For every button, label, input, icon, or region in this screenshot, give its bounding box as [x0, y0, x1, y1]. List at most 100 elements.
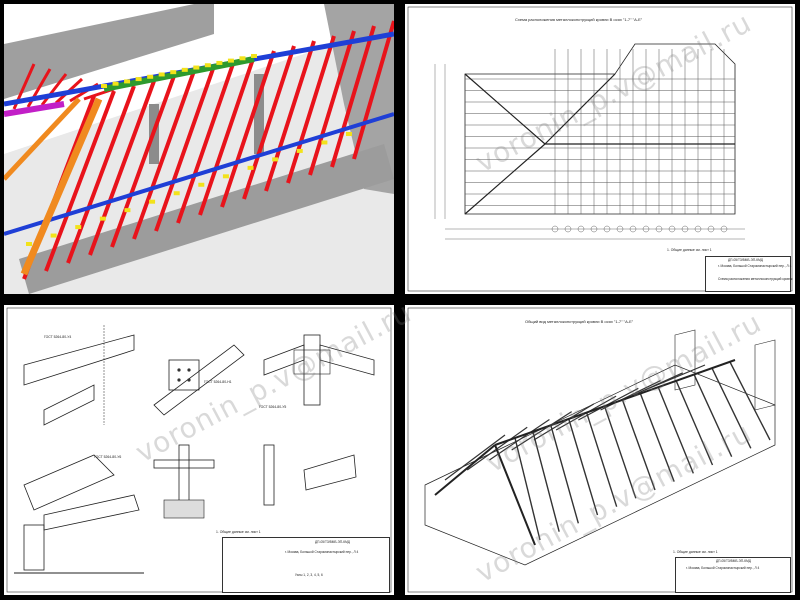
rafter	[308, 30, 356, 176]
node-plate	[198, 182, 205, 187]
rafter	[330, 25, 376, 168]
rafters-group	[12, 20, 394, 280]
walls-outline	[424, 364, 776, 566]
node-plate	[112, 81, 119, 86]
concrete-wall-back	[4, 4, 214, 99]
iso-drawing-panel: Общий вид металлоконструкций кровли В ос…	[405, 305, 795, 595]
node-plate	[321, 140, 328, 145]
plan-sheet-note: 1. Общие данные см. лист 1	[667, 248, 712, 252]
ridge-beam-green	[103, 56, 255, 92]
stamp-address: г. Москва, Большой Старомонастырский пер…	[686, 566, 760, 570]
node-plate	[204, 63, 211, 68]
node-plate	[251, 54, 257, 58]
iso-rafter	[444, 434, 506, 481]
plan-drawing-panel: Схема расположения металлоконструкций кр…	[405, 4, 795, 294]
node-plate	[346, 132, 352, 136]
weld-label: ГОСТ 5264-80-У4	[44, 335, 72, 339]
stamp-code: ДП-05/ТЗ/ВМБ-ЭП-КМД	[315, 540, 350, 544]
iso-sheet-note: 1. Общие данные см. лист 1	[673, 550, 718, 554]
iso-title-block: ДП-05/ТЗ/ВМБ-ЭП-КМД г. Москва, Большой С…	[675, 557, 791, 593]
node-plate	[147, 74, 154, 79]
node-plate	[296, 148, 303, 153]
node-plate	[135, 77, 142, 82]
plan-members	[465, 49, 735, 233]
node-plate	[158, 72, 165, 77]
weld-label: ГОСТ 5264-80-У6	[94, 455, 122, 459]
column	[254, 74, 264, 154]
rafter	[176, 60, 236, 224]
node-plate	[181, 67, 188, 72]
stamp-code: ДП-05/ТЗ/ВМБ-ЭП-КМД	[728, 258, 763, 262]
rafter	[66, 85, 136, 264]
node-1	[23, 325, 135, 426]
details-drawing-panel: ГОСТ 5264-80-У4 ГОСТ 5264-80-Н1 ГОСТ 526…	[4, 305, 394, 595]
rafter	[286, 35, 336, 184]
roof-3d-render	[4, 4, 394, 294]
node-4	[14, 454, 144, 574]
rafter	[264, 40, 316, 192]
iso-rafter	[639, 393, 675, 482]
iso-hip	[434, 444, 496, 496]
plan-title: Схема расположения металлоконструкций кр…	[515, 17, 643, 22]
stamp-address: г. Москва, Большой Старомонастырский пер…	[718, 264, 792, 268]
iso-rafter	[657, 387, 694, 474]
iso-rafters	[444, 361, 771, 541]
node-plate	[247, 165, 254, 170]
drawing-frame	[407, 6, 793, 292]
rafter	[220, 50, 276, 208]
stamp-code: ДП-05/ТЗ/ВМБ-ЭП-КМД	[716, 559, 751, 563]
iso-hip	[494, 444, 536, 546]
iso-rafter	[532, 431, 560, 532]
drawing-frame	[6, 307, 392, 593]
rafter	[88, 80, 156, 256]
nodes-group	[26, 54, 352, 246]
lower-purlin	[4, 112, 394, 236]
stamp-address: г. Москва, Большой Старомонастырский пер…	[285, 550, 359, 554]
node-5	[153, 444, 215, 519]
iso-rafter	[644, 364, 706, 391]
node-plate	[222, 174, 229, 179]
hip-rafter-left	[4, 97, 81, 181]
rafter	[242, 45, 296, 200]
details-sheet-note: 1. Общие данные см. лист 1	[216, 530, 261, 534]
node-plate	[193, 65, 200, 70]
iso-rafter	[585, 412, 618, 507]
concrete-beam-front	[19, 144, 394, 294]
rafter	[352, 20, 394, 160]
stamp-work: Схема расположения металлоконструкций кр…	[718, 277, 793, 281]
node-plate	[170, 70, 177, 75]
node-3	[263, 334, 375, 406]
node-plate	[272, 157, 279, 162]
hip-rafter	[20, 97, 103, 276]
iso-rafter	[489, 418, 550, 461]
node-plate	[227, 58, 234, 63]
node-plate	[149, 199, 156, 204]
iso-rafter	[514, 437, 541, 541]
rafter	[154, 65, 216, 232]
render-3d-panel	[4, 4, 394, 294]
iso-rafter	[550, 425, 580, 524]
node-plate	[26, 242, 32, 246]
rafter	[198, 55, 256, 216]
rafter	[132, 70, 196, 240]
iso-rafter	[533, 403, 595, 441]
rafter	[40, 73, 68, 106]
iso-rafter	[675, 380, 714, 466]
rafter	[110, 75, 176, 248]
ridge-beam-magenta	[4, 101, 65, 117]
iso-rafter	[568, 418, 599, 516]
rafter	[44, 90, 116, 272]
iso-rafter	[603, 406, 637, 499]
node-plate	[50, 233, 57, 238]
roof-isometric-drawing	[407, 307, 793, 593]
node-plate	[173, 191, 180, 196]
node-plate	[101, 84, 107, 88]
iso-rafter	[621, 399, 656, 491]
iso-rafter	[711, 368, 752, 449]
node-plate	[124, 208, 131, 213]
node-plate	[216, 60, 223, 65]
roof-plan-drawing	[407, 6, 793, 292]
iso-rafter	[600, 380, 661, 411]
node-6	[263, 444, 357, 506]
details-title-block: ДП-05/ТЗ/ВМБ-ЭП-КМД г. Москва, Большой С…	[222, 537, 390, 593]
